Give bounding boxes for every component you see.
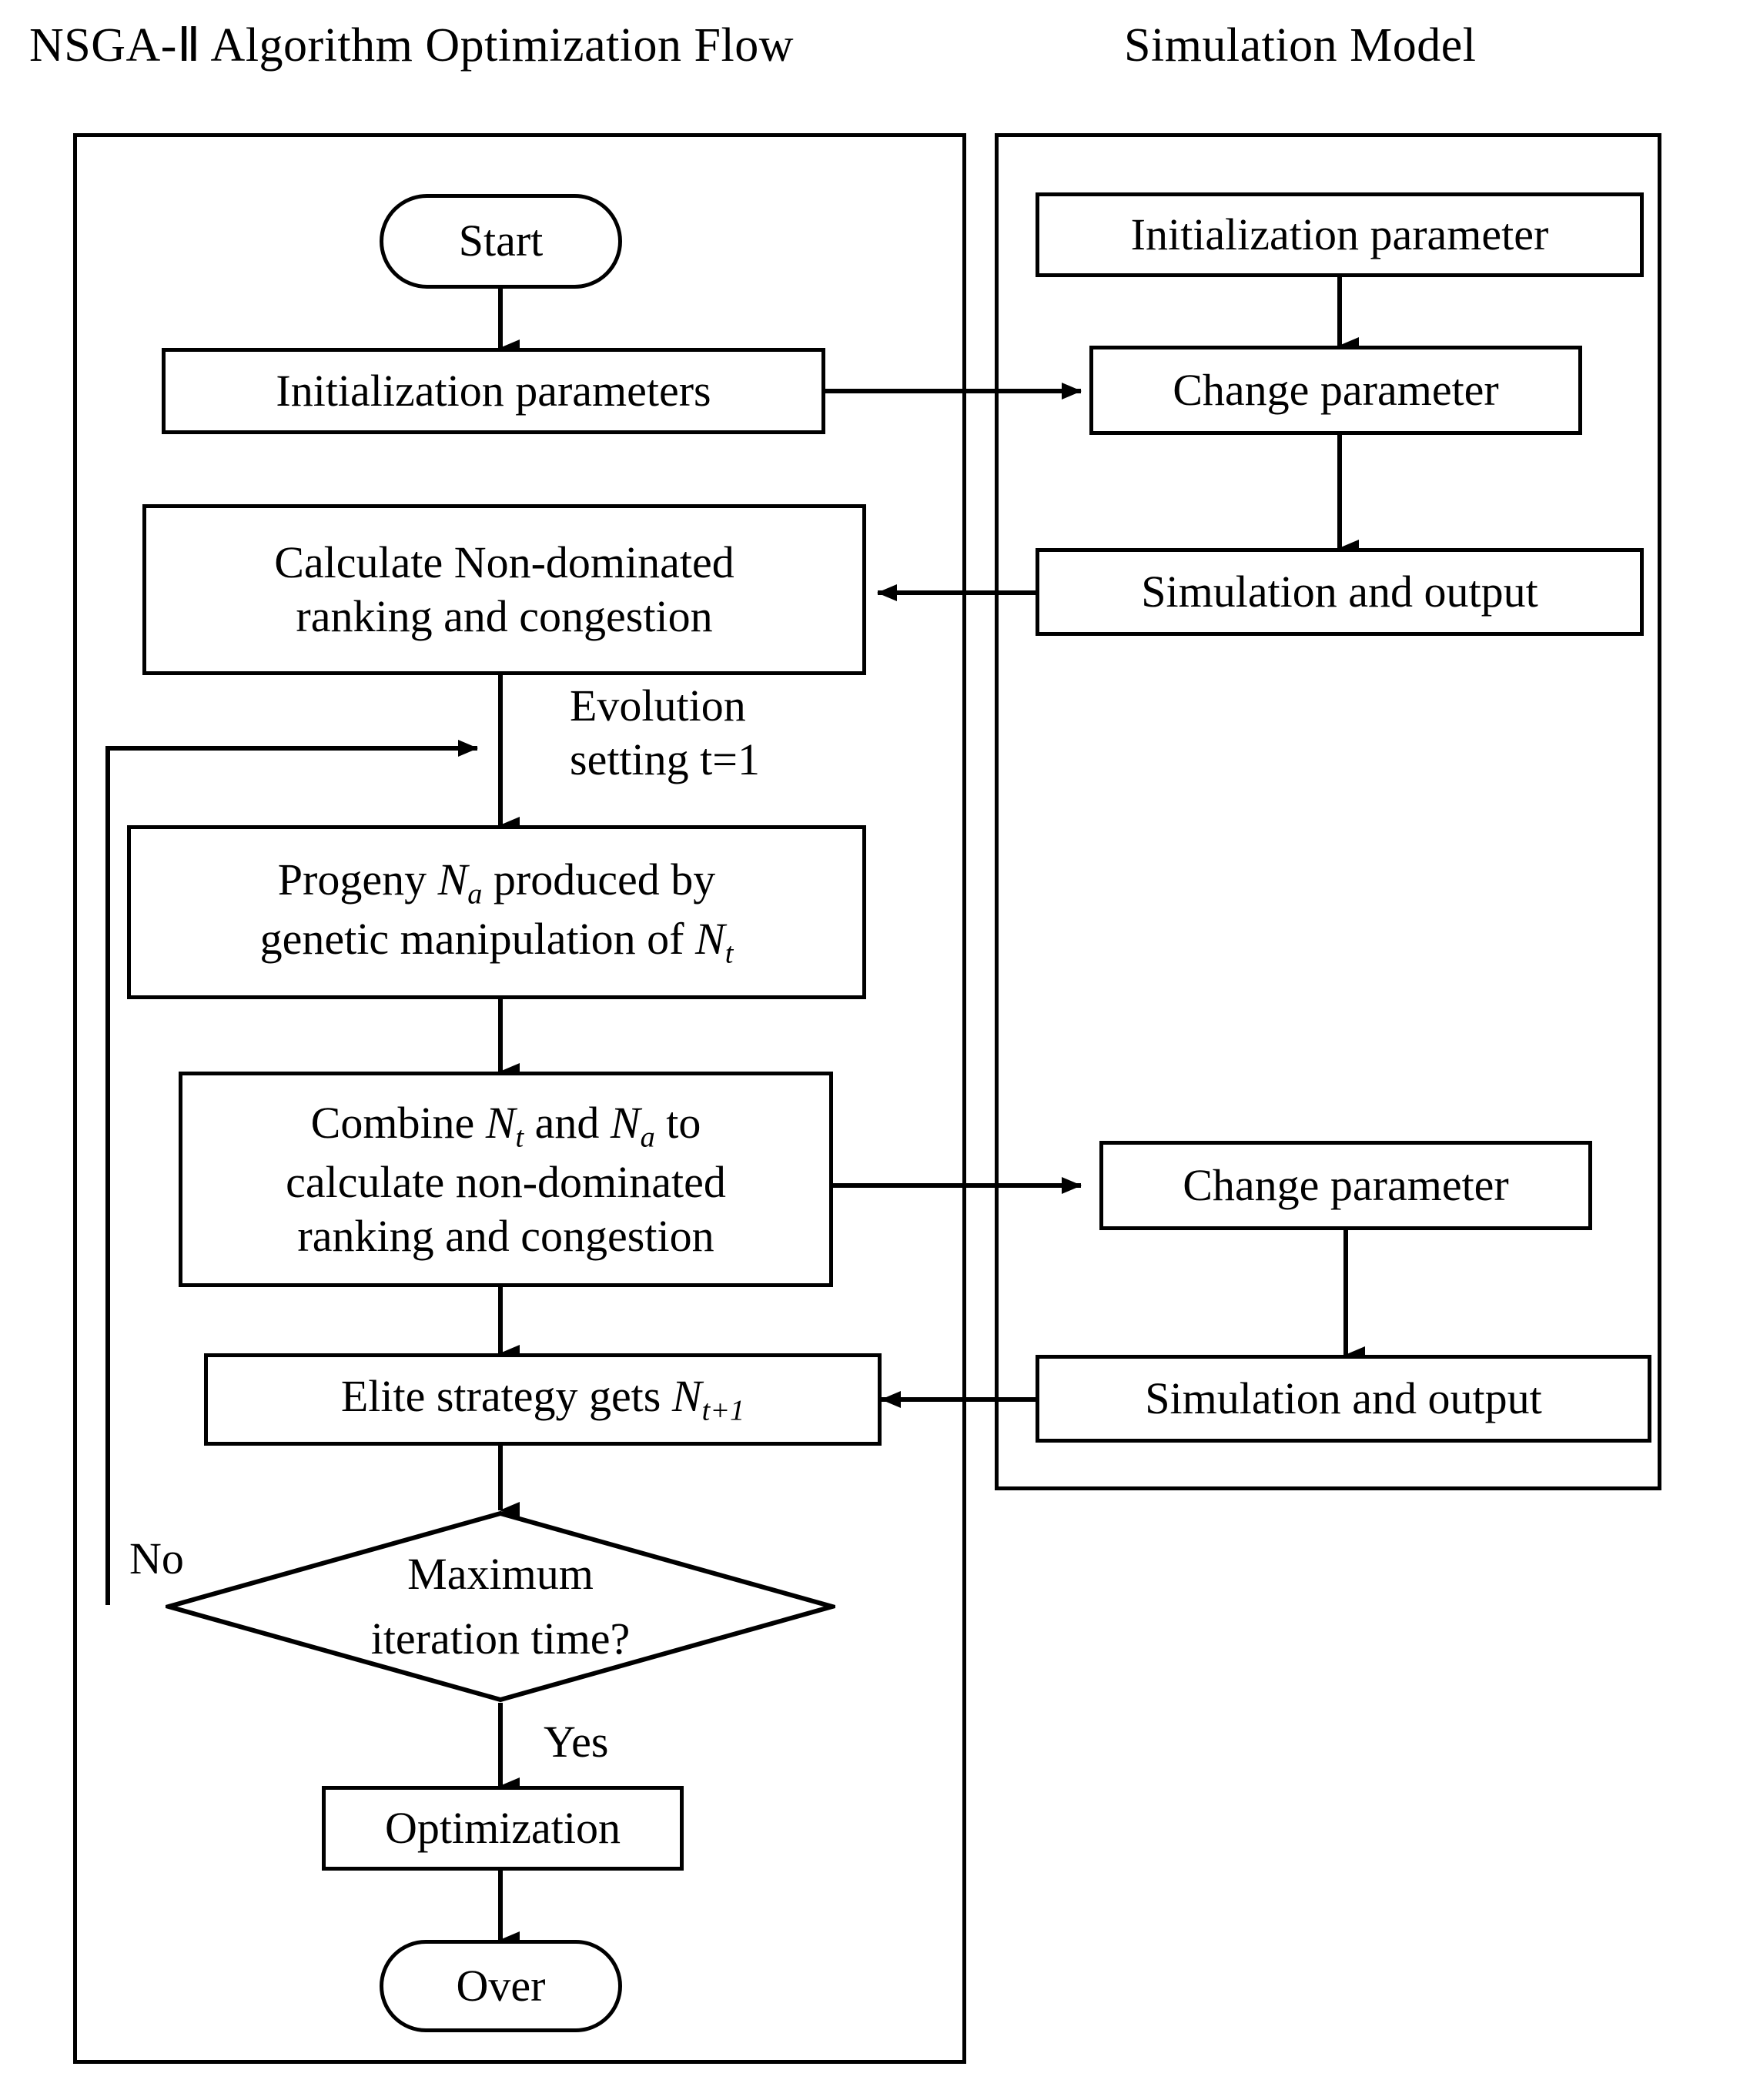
node-calculate-line1: Calculate Non-dominated xyxy=(274,537,734,588)
node-progeny-line1: Progeny Na produced by xyxy=(137,853,856,912)
node-change-parameter-top[interactable]: Change parameter xyxy=(1089,346,1582,435)
node-over[interactable]: Over xyxy=(380,1940,622,2032)
node-simulation-output-top-label: Simulation and output xyxy=(1141,566,1538,617)
node-decision-max-iteration[interactable]: Maximum iteration time? xyxy=(166,1510,835,1703)
combine-symbol-N2: N xyxy=(610,1097,641,1148)
left-panel-border xyxy=(73,133,966,2064)
combine-text-post: to xyxy=(654,1097,701,1148)
progeny-text-pre: Progeny xyxy=(277,854,438,905)
progeny-symbol-N: N xyxy=(437,854,468,905)
progeny-line2-symbol-N: N xyxy=(695,914,725,964)
node-optimization-label: Optimization xyxy=(384,1802,621,1853)
edge-label-evolution-setting: Evolution setting t=1 xyxy=(570,680,760,784)
node-initialization-parameter[interactable]: Initialization parameter xyxy=(1036,192,1644,277)
node-combine-line2: calculate non-dominated xyxy=(286,1157,726,1208)
node-initialization-parameter-label: Initialization parameter xyxy=(1130,209,1549,259)
combine-text-mid: and xyxy=(524,1097,611,1148)
node-elite-strategy[interactable]: Elite strategy gets Nt+1 xyxy=(204,1353,882,1446)
node-optimization[interactable]: Optimization xyxy=(322,1786,684,1871)
node-over-label: Over xyxy=(456,1960,546,2011)
edge-label-no: No xyxy=(129,1533,184,1583)
left-panel-title: NSGA-Ⅱ Algorithm Optimization Flow xyxy=(29,19,795,72)
node-change-parameter-bottom-label: Change parameter xyxy=(1183,1159,1509,1210)
node-simulation-output-bottom-label: Simulation and output xyxy=(1145,1373,1542,1423)
combine-text-pre: Combine xyxy=(310,1097,486,1148)
node-progeny-produced[interactable]: Progeny Na produced by genetic manipulat… xyxy=(127,825,866,999)
edge-label-yes: Yes xyxy=(544,1717,609,1767)
node-start[interactable]: Start xyxy=(380,194,622,289)
node-combine-nt-na[interactable]: Combine Nt and Na to calculate non-domin… xyxy=(179,1072,833,1287)
node-simulation-output-top[interactable]: Simulation and output xyxy=(1036,548,1644,636)
node-calculate-line2: ranking and congestion xyxy=(296,591,713,641)
node-calculate-nondominated-ranking[interactable]: Calculate Non-dominated ranking and cong… xyxy=(142,504,866,675)
node-combine-line1: Combine Nt and Na to xyxy=(189,1096,823,1155)
node-elite-strategy-label: Elite strategy gets Nt+1 xyxy=(214,1370,872,1427)
combine-symbol-sub2: a xyxy=(640,1121,655,1154)
combine-symbol-N1: N xyxy=(485,1097,516,1148)
node-change-parameter-top-label: Change parameter xyxy=(1173,364,1499,415)
combine-symbol-sub1: t xyxy=(515,1121,524,1154)
progeny-line2-symbol-sub: t xyxy=(724,937,734,970)
elite-text-pre: Elite strategy gets xyxy=(340,1370,672,1421)
node-progeny-line2: genetic manipulation of Nt xyxy=(137,912,856,971)
node-initialization-parameters[interactable]: Initialization parameters xyxy=(162,348,825,434)
node-simulation-output-bottom[interactable]: Simulation and output xyxy=(1036,1355,1651,1443)
elite-symbol-sub: t+1 xyxy=(701,1394,745,1427)
node-initialization-parameters-label: Initialization parameters xyxy=(276,365,711,416)
right-panel-title: Simulation Model xyxy=(1124,19,1477,72)
progeny-line2-pre: genetic manipulation of xyxy=(259,914,695,964)
right-panel-border xyxy=(995,133,1661,1490)
progeny-symbol-sub: a xyxy=(467,878,483,911)
elite-symbol-N: N xyxy=(671,1370,702,1421)
node-change-parameter-bottom[interactable]: Change parameter xyxy=(1099,1141,1592,1230)
node-combine-line3: ranking and congestion xyxy=(297,1210,714,1261)
progeny-text-mid: produced by xyxy=(482,854,716,905)
node-start-label: Start xyxy=(458,216,544,266)
